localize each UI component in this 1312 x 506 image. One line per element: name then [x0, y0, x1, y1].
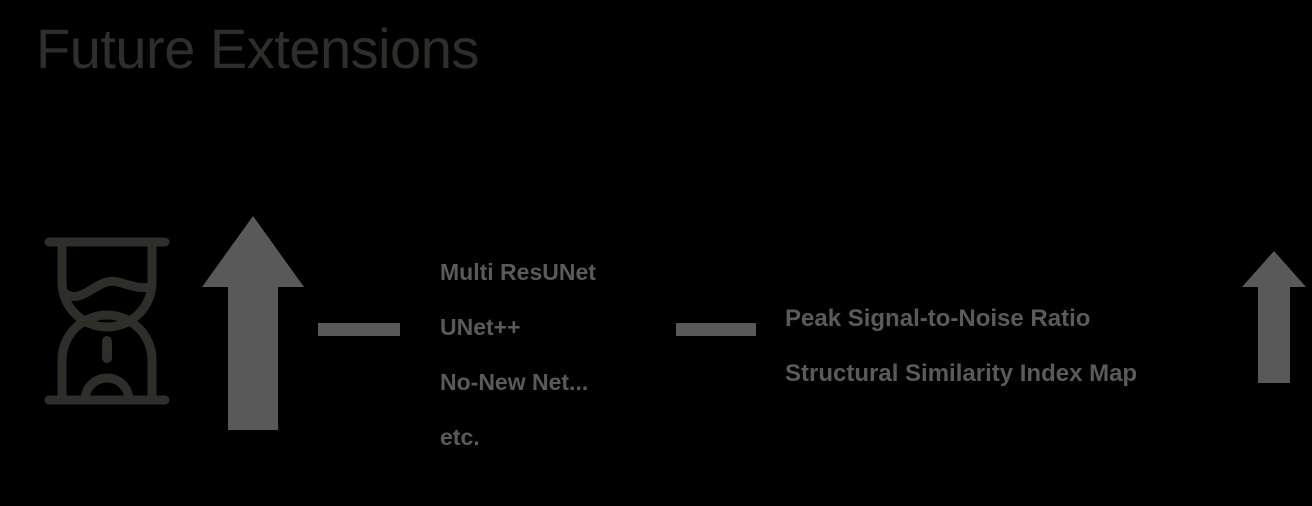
arrow-up-icon — [1240, 248, 1308, 386]
connector-dash — [318, 323, 400, 336]
architectures-list: Multi ResUNet UNet++ No-New Net... etc. — [440, 245, 596, 465]
hourglass-icon — [42, 236, 172, 406]
metrics-list: Peak Signal-to-Noise Ratio Structural Si… — [785, 291, 1137, 401]
list-item: Structural Similarity Index Map — [785, 360, 1138, 387]
page-title: Future Extensions — [36, 17, 479, 80]
connector-dash — [676, 323, 756, 336]
list-item: etc. — [440, 424, 480, 450]
list-item: No-New Net... — [440, 369, 589, 395]
list-item: Multi ResUNet — [440, 259, 596, 285]
list-item: UNet++ — [440, 314, 521, 340]
list-item: Peak Signal-to-Noise Ratio — [785, 305, 1091, 332]
arrow-up-icon — [200, 212, 306, 434]
